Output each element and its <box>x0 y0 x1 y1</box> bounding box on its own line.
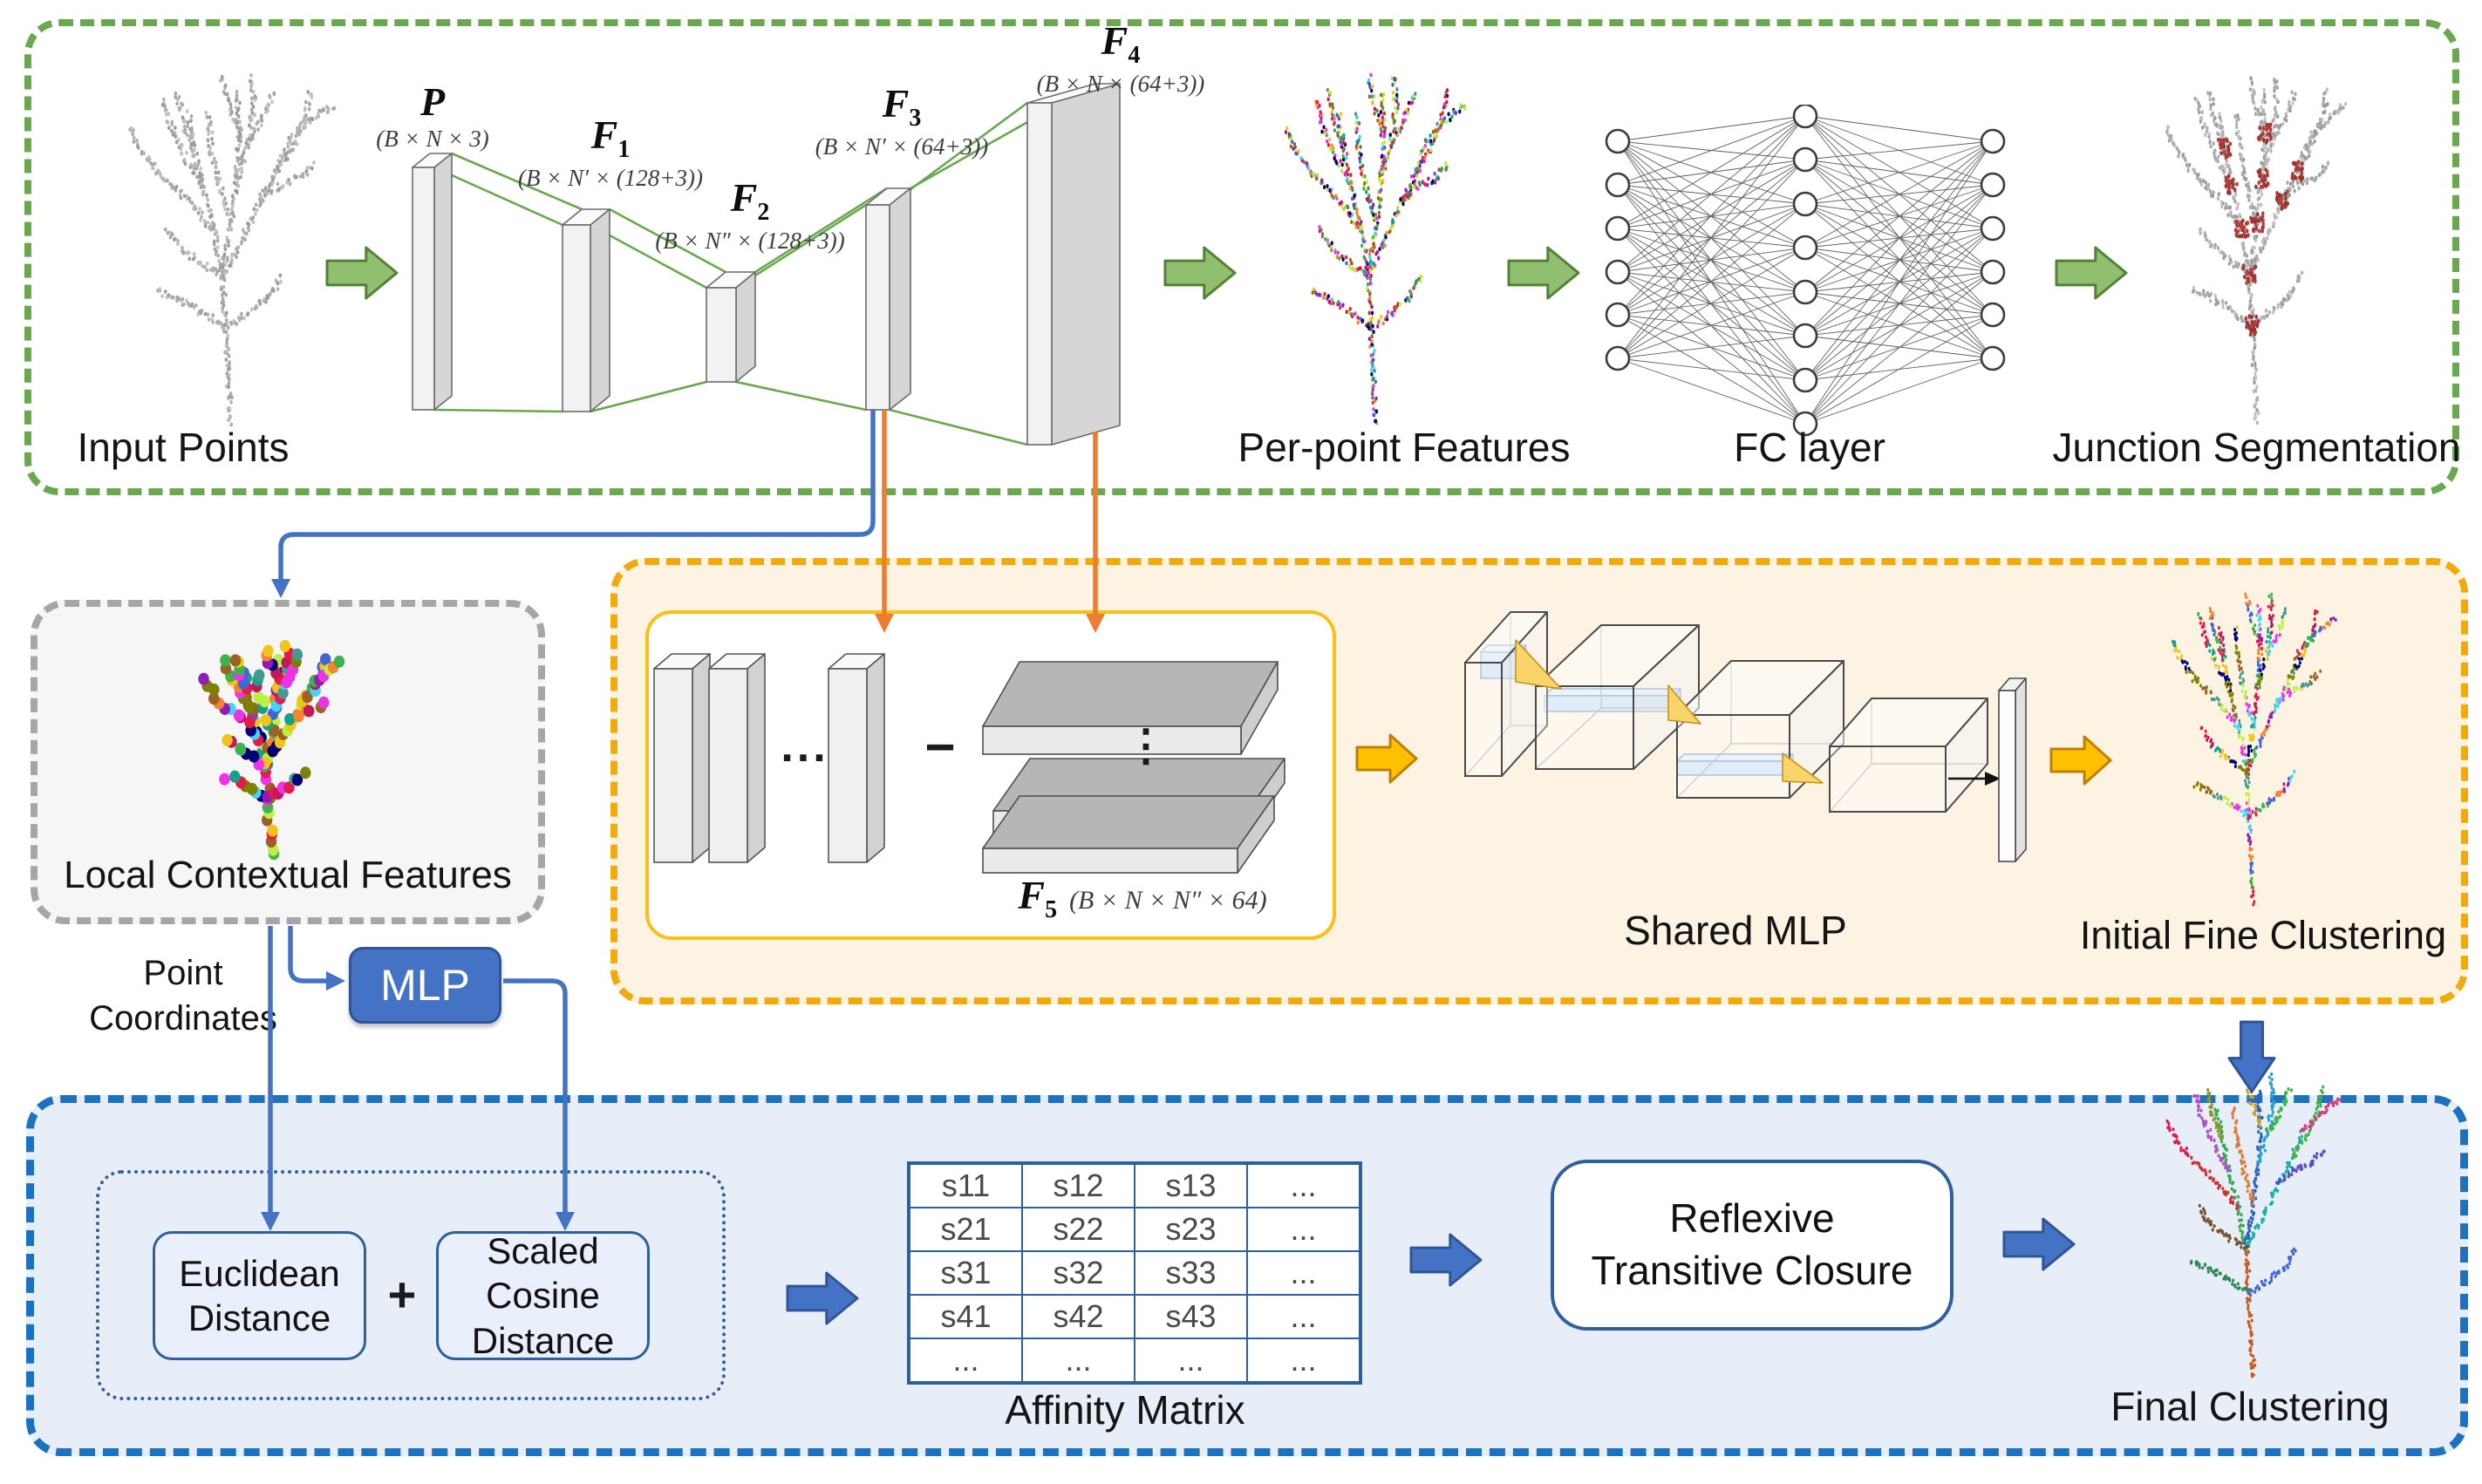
matrix-cell: s12 <box>1021 1162 1135 1208</box>
tensor-label-f5: F5(B × N × N″ × 64) <box>1018 873 1267 924</box>
initial-fine-clustering-cloud <box>2172 592 2337 907</box>
matrix-cell: s43 <box>1134 1294 1248 1339</box>
matrix-cell: ... <box>1246 1162 1361 1208</box>
tensor-label-f3: F3(B × N′ × (64+3)) <box>815 81 989 160</box>
matrix-row: ............ <box>908 1338 1361 1384</box>
point-coordinates-label: Point Coordinates <box>89 954 277 1038</box>
vertical-ellipsis: ⋮ <box>1124 721 1168 770</box>
matrix-cell: s31 <box>908 1250 1023 1296</box>
reflexive-transitive-closure-box: Reflexive Transitive Closure <box>1551 1160 1954 1331</box>
junction-segmentation-cloud <box>2165 76 2348 425</box>
matrix-cell: s41 <box>908 1294 1023 1339</box>
input-points-cloud <box>128 72 337 427</box>
matrix-cell: ... <box>908 1338 1023 1384</box>
tensor-label-f4: F4(B × N × (64+3)) <box>1036 18 1205 98</box>
matrix-cell: s11 <box>908 1162 1023 1208</box>
distance-combination-box <box>96 1170 726 1400</box>
fc-layer-caption: FC layer <box>1734 425 1885 470</box>
shared-mlp-network <box>1464 611 2027 862</box>
tensor-label-p: P(B × N × 3) <box>376 79 489 152</box>
per-point-features-caption: Per-point Features <box>1238 425 1571 470</box>
matrix-cell: s21 <box>908 1207 1023 1252</box>
per-point-features-cloud <box>1284 72 1467 425</box>
horizontal-ellipsis: ... <box>781 721 829 772</box>
encoder-decoder-network <box>412 82 1121 446</box>
tensor-label-f2: F2(B × N″ × (128+3)) <box>655 175 845 255</box>
junction-segmentation-caption: Junction Segmentation <box>2052 425 2461 470</box>
matrix-cell: ... <box>1246 1250 1361 1296</box>
affinity-matrix-caption: Affinity Matrix <box>1005 1387 1245 1433</box>
final-clustering-caption: Final Clustering <box>2110 1384 2390 1429</box>
feature-matrix-slabs <box>982 661 1285 874</box>
plus-sign: + <box>387 1267 417 1322</box>
mlp-block: MLP <box>349 947 501 1024</box>
matrix-cell: ... <box>1246 1207 1361 1252</box>
tensor-label-f1: F1(B × N′ × (128+3)) <box>517 112 704 192</box>
matrix-cell: s22 <box>1021 1207 1135 1252</box>
local-contextual-features-caption: Local Contextual Features <box>64 854 512 896</box>
local-contextual-features-cloud <box>198 639 345 861</box>
matrix-cell: ... <box>1246 1294 1361 1339</box>
point-feature-slabs <box>653 653 885 863</box>
initial-fine-clustering-caption: Initial Fine Clustering <box>2079 913 2447 957</box>
matrix-cell: s13 <box>1134 1162 1248 1208</box>
minus-sign: − <box>924 718 956 776</box>
matrix-cell: ... <box>1134 1338 1248 1384</box>
matrix-cell: s32 <box>1021 1250 1135 1296</box>
input-points-caption: Input Points <box>77 425 290 470</box>
matrix-cell: s33 <box>1134 1250 1248 1296</box>
matrix-cell: ... <box>1021 1338 1135 1384</box>
euclidean-distance-box: Euclidean Distance <box>153 1231 366 1360</box>
scaled-cosine-distance-box: Scaled Cosine Distance <box>436 1230 650 1361</box>
final-clustering-cloud <box>2165 1072 2342 1378</box>
matrix-cell: s42 <box>1021 1294 1135 1339</box>
shared-mlp-caption: Shared MLP <box>1624 908 1847 953</box>
matrix-cell: s23 <box>1134 1207 1248 1252</box>
fc-layer-network <box>1605 105 2006 437</box>
matrix-cell: ... <box>1246 1338 1361 1384</box>
